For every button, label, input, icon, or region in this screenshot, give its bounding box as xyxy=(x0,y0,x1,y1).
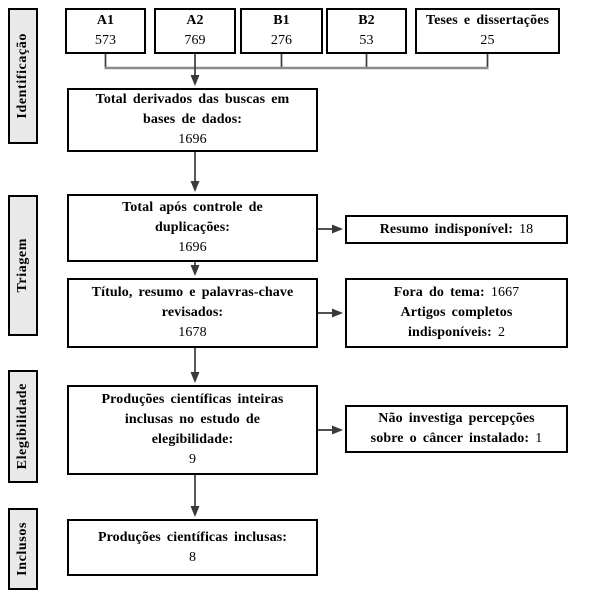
exclusion-off-topic-line1: Fora do tema: 1667 xyxy=(394,283,520,303)
stage-label-elegibilidade: Elegibilidade xyxy=(15,383,30,470)
source-b2-count: 53 xyxy=(359,33,374,48)
source-drop-lines xyxy=(104,54,489,68)
source-b1-count: 276 xyxy=(270,33,293,48)
flow-screened-count: 1678 xyxy=(178,324,207,340)
source-box-b1: B1 276 xyxy=(240,8,323,54)
source-box-a2: A2 769 xyxy=(154,8,236,54)
source-a2-label: A2 xyxy=(186,13,204,29)
flow-total-derived-line2: bases de dados: xyxy=(142,112,243,128)
exclusion-no-abstract-label: Resumo indisponível: xyxy=(379,221,520,237)
source-a1-label: A1 xyxy=(96,13,115,29)
flow-box-eligibility: Produções científicas inteiras inclusas … xyxy=(67,385,318,475)
stage-label-triagem: Triagem xyxy=(15,238,30,293)
exclusion-no-abstract-line: Resumo indisponível: 18 xyxy=(380,220,534,240)
exclusion-box-not-perception: Não investiga percepções sobre o câncer … xyxy=(345,405,568,453)
flow-total-derived-count: 1696 xyxy=(178,131,207,147)
exclusion-off-topic-line2: Artigos completos xyxy=(400,305,513,321)
flow-eligibility-line1: Produções científicas inteiras xyxy=(101,392,284,408)
source-a2-count: 769 xyxy=(184,33,206,48)
source-teses-count: 25 xyxy=(480,33,495,48)
exclusion-not-perception-line2: sobre o câncer instalado: 1 xyxy=(371,429,543,449)
source-teses-label: Teses e dissertações xyxy=(425,13,550,29)
flow-screened-line2: revisados: xyxy=(161,305,224,321)
stage-label-identificacao: Identificação xyxy=(15,33,30,119)
flow-after-dedup-count: 1696 xyxy=(178,239,207,255)
flow-box-after-dedup: Total após controle de duplicações: 1696 xyxy=(67,194,318,262)
exclusion-off-topic-label: Fora do tema: xyxy=(393,285,491,301)
flow-total-derived-line1: Total derivados das buscas em xyxy=(95,92,290,108)
stage-band-inclusos: Inclusos xyxy=(8,508,38,590)
flow-included-line1: Produções científicas inclusas: xyxy=(97,529,288,545)
exclusion-no-abstract-count: 18 xyxy=(519,221,534,237)
exclusion-unavailable-count: 2 xyxy=(497,324,506,340)
exclusion-not-perception-count: 1 xyxy=(535,431,543,446)
source-box-teses: Teses e dissertações 25 xyxy=(415,8,560,54)
flow-box-included: Produções científicas inclusas: 8 xyxy=(67,519,318,576)
flow-eligibility-line3: elegibilidade: xyxy=(151,432,234,447)
stage-band-identificacao: Identificação xyxy=(8,8,38,144)
source-a1-count: 573 xyxy=(94,33,117,48)
source-b2-label: B2 xyxy=(358,13,375,29)
source-box-a1: A1 573 xyxy=(65,8,146,54)
stage-band-triagem: Triagem xyxy=(8,195,38,336)
exclusion-not-perception-label: sobre o câncer instalado: xyxy=(370,431,536,446)
flow-box-total-derived: Total derivados das buscas em bases de d… xyxy=(67,88,318,152)
exclusion-unavailable-label: indisponíveis: xyxy=(407,324,498,340)
flow-after-dedup-line2: duplicações: xyxy=(154,220,231,236)
flow-eligibility-line2: inclusas no estudo de xyxy=(124,412,261,428)
stage-label-inclusos: Inclusos xyxy=(15,522,30,576)
exclusion-not-perception-line1: Não investiga percepções xyxy=(378,411,535,427)
flow-box-screened: Título, resumo e palavras-chave revisado… xyxy=(67,278,318,348)
exclusion-off-topic-count: 1667 xyxy=(490,285,520,301)
flow-eligibility-count: 9 xyxy=(188,451,197,467)
exclusion-off-topic-line3: indisponíveis: 2 xyxy=(408,323,505,343)
flow-after-dedup-line1: Total após controle de xyxy=(122,200,263,216)
stage-band-elegibilidade: Elegibilidade xyxy=(8,370,38,483)
exclusion-box-off-topic: Fora do tema: 1667 Artigos completos ind… xyxy=(345,278,568,348)
flow-screened-line1: Título, resumo e palavras-chave xyxy=(91,285,294,301)
source-box-b2: B2 53 xyxy=(326,8,407,54)
flow-included-count: 8 xyxy=(188,549,197,565)
exclusion-box-no-abstract: Resumo indisponível: 18 xyxy=(345,215,568,244)
source-b1-label: B1 xyxy=(273,13,290,29)
